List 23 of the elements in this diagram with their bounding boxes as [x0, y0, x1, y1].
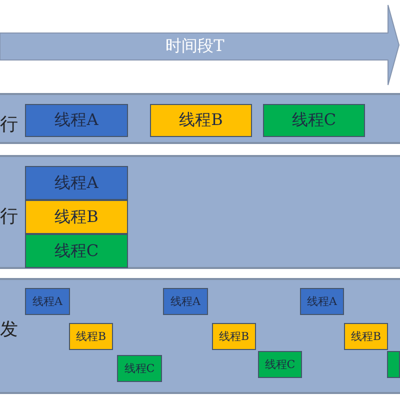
thread-box: 线程A: [25, 166, 128, 200]
mode-band: [0, 278, 400, 394]
mode-label: 行: [0, 113, 18, 136]
thread-box: 线程A: [163, 288, 208, 315]
thread-box: 线程B: [344, 323, 388, 350]
thread-box: 线程C: [263, 104, 365, 137]
thread-box: [387, 351, 400, 378]
timeline-label: 时间段T: [164, 35, 226, 57]
timeline-arrow: [0, 4, 400, 86]
thread-box: 线程A: [25, 104, 128, 137]
mode-band: [0, 155, 400, 269]
mode-band: [0, 93, 400, 144]
thread-box: 线程B: [212, 323, 256, 350]
thread-box: 线程C: [258, 351, 302, 378]
mode-label: 发: [0, 318, 18, 341]
thread-box: 线程C: [117, 355, 162, 382]
thread-box: 线程B: [69, 323, 113, 350]
thread-box: 线程B: [150, 104, 252, 137]
thread-box: 线程A: [300, 288, 344, 315]
thread-box: 线程C: [25, 234, 128, 268]
thread-box: 线程A: [25, 288, 70, 315]
mode-label: 行: [0, 205, 18, 228]
thread-box: 线程B: [25, 200, 128, 234]
